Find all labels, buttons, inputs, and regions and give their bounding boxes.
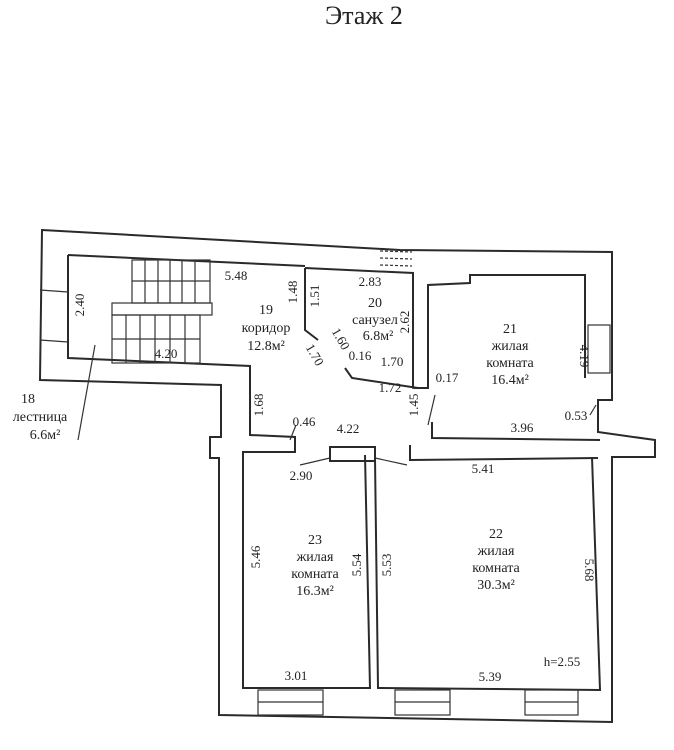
room23-wall xyxy=(242,454,372,689)
room22-wall xyxy=(374,456,602,692)
dimension: 2.40 xyxy=(72,294,87,317)
ceiling-height: h=2.55 xyxy=(544,654,581,669)
dimension: 2.83 xyxy=(359,274,382,289)
room-number: 21 xyxy=(503,322,517,337)
leader-line xyxy=(589,404,597,416)
room-name: жилая xyxy=(477,544,515,559)
room-area: 30.3м² xyxy=(477,578,515,593)
room-name: санузел xyxy=(352,313,398,328)
dimension: 1.70 xyxy=(303,341,327,368)
room-name: жилая xyxy=(296,550,334,565)
bathroom-wall xyxy=(304,267,586,389)
room-area: 6.8м² xyxy=(363,329,394,344)
leader-line xyxy=(77,344,96,441)
dimension: 1.68 xyxy=(251,394,266,417)
dimension: 1.72 xyxy=(379,380,402,395)
dimension: 0.53 xyxy=(565,408,588,423)
room-area: 12.8м² xyxy=(247,339,285,354)
room-name: коридор xyxy=(242,321,291,336)
room-area: 6.6м² xyxy=(30,428,61,443)
room21-wall xyxy=(409,422,601,462)
dimension: 3.96 xyxy=(511,420,534,435)
room-number: 23 xyxy=(308,533,322,548)
door-swing xyxy=(299,457,331,466)
leader-line xyxy=(289,424,297,441)
room-name: жилая xyxy=(491,339,529,354)
room-area: 16.3м² xyxy=(296,584,334,599)
corridor-wall xyxy=(67,254,306,458)
outer-wall xyxy=(38,228,656,724)
dimension: 2.62 xyxy=(397,311,412,334)
dimension: 1.45 xyxy=(406,394,421,417)
room-name: лестница xyxy=(13,410,68,425)
dimension: 1.48 xyxy=(285,281,300,304)
room-name-2: комната xyxy=(291,567,339,582)
door-block xyxy=(329,446,376,462)
leader-line xyxy=(427,394,436,426)
vent-shaft xyxy=(379,250,413,267)
dimension: 1.70 xyxy=(381,354,404,369)
dimension: 4.22 xyxy=(337,421,360,436)
dimension: 2.90 xyxy=(290,468,313,483)
dimension: 5.46 xyxy=(248,545,263,568)
room-number: 22 xyxy=(489,527,503,542)
room-name-2: комната xyxy=(472,561,520,576)
staircase xyxy=(111,259,213,364)
dimension: 4.20 xyxy=(155,346,178,361)
plan-title: Этаж 2 xyxy=(325,1,403,30)
room-area: 16.4м² xyxy=(491,373,529,388)
bottom-windows xyxy=(257,689,579,716)
room-number: 19 xyxy=(259,303,273,318)
window xyxy=(587,324,611,374)
room-number: 20 xyxy=(368,296,382,311)
dimension: 1.51 xyxy=(307,285,322,308)
dimension: 5.48 xyxy=(225,268,248,283)
dimension: 0.17 xyxy=(436,370,459,385)
dimension: 5.68 xyxy=(582,559,597,582)
dimension: 0.16 xyxy=(349,348,372,363)
dimension: 5.53 xyxy=(379,554,394,577)
dimension: 5.54 xyxy=(349,553,364,576)
dimension: 3.01 xyxy=(285,668,308,683)
dimension: 5.39 xyxy=(479,669,502,684)
wall-line xyxy=(39,289,69,293)
dimension: 4.19 xyxy=(577,345,592,368)
room-name-2: комната xyxy=(486,356,534,371)
dimension: 0.46 xyxy=(293,414,316,429)
door-swing xyxy=(374,457,408,466)
dimension: 5.41 xyxy=(472,461,495,476)
room-number: 18 xyxy=(21,392,35,407)
wall-line xyxy=(39,339,69,343)
